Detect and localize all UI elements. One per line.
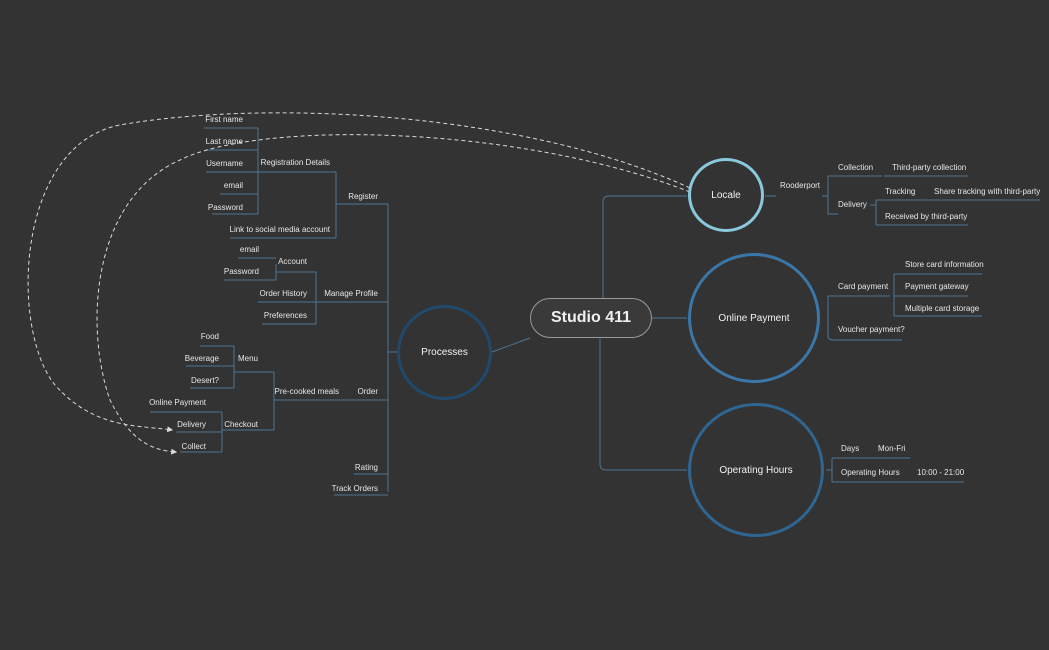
node-rooderport[interactable]: Rooderport (780, 181, 821, 190)
node-collection[interactable]: Collection (838, 163, 874, 172)
dashed-link-locale-collect (96, 134, 691, 455)
node-precooked-meals[interactable]: Pre-cooked meals (274, 387, 339, 396)
connector-central-processes (491, 337, 531, 353)
topic-processes-label: Processes (421, 347, 468, 358)
central-topic[interactable]: Studio 411 (530, 298, 652, 338)
topic-locale-label: Locale (711, 189, 741, 201)
connector-central-hours (599, 338, 687, 471)
node-share-tracking[interactable]: Share tracking with third-party (934, 187, 1041, 196)
node-order[interactable]: Order (357, 387, 378, 396)
connector-central-locale (602, 195, 687, 298)
node-voucher-payment[interactable]: Voucher payment? (838, 325, 905, 334)
topic-online-payment[interactable]: Online Payment (688, 253, 820, 383)
node-tracking[interactable]: Tracking (885, 187, 916, 196)
node-account[interactable]: Account (278, 257, 307, 266)
dashed-link-locale-delivery (27, 112, 691, 433)
node-order-history[interactable]: Order History (259, 289, 307, 298)
node-food[interactable]: Food (200, 332, 219, 341)
node-link-social[interactable]: Link to social media account (229, 225, 331, 234)
node-preferences[interactable]: Preferences (263, 311, 307, 320)
node-online-payment-checkout[interactable]: Online Payment (149, 398, 206, 407)
node-first-name[interactable]: First name (205, 115, 243, 124)
node-beverage[interactable]: Beverage (184, 354, 219, 363)
central-topic-label: Studio 411 (550, 309, 632, 326)
node-card-payment[interactable]: Card payment (838, 282, 889, 291)
node-password[interactable]: Password (207, 203, 243, 212)
node-account-password[interactable]: Password (223, 267, 259, 276)
topic-locale[interactable]: Locale (688, 158, 764, 232)
node-menu[interactable]: Menu (237, 354, 258, 363)
node-collect[interactable]: Collect (181, 442, 206, 451)
node-days[interactable]: Days (841, 444, 860, 453)
node-received-third-party[interactable]: Received by third-party (885, 212, 968, 221)
node-delivery-checkout[interactable]: Delivery (177, 420, 206, 429)
node-mon-fri[interactable]: Mon-Fri (878, 444, 906, 453)
node-email[interactable]: email (223, 181, 243, 190)
node-username[interactable]: Username (206, 159, 243, 168)
node-manage-profile[interactable]: Manage Profile (324, 289, 378, 298)
topic-online-payment-label: Online Payment (718, 312, 790, 324)
node-last-name[interactable]: Last name (205, 137, 243, 146)
node-account-email[interactable]: email (239, 245, 259, 254)
node-rating[interactable]: Rating (354, 463, 378, 472)
node-track-orders[interactable]: Track Orders (331, 484, 378, 493)
node-locale-delivery[interactable]: Delivery (838, 200, 867, 209)
topic-operating-hours[interactable]: Operating Hours (688, 403, 824, 537)
node-hours[interactable]: Operating Hours (841, 468, 900, 477)
node-checkout[interactable]: Checkout (224, 420, 258, 429)
node-third-party-collection[interactable]: Third-party collection (892, 163, 967, 172)
node-multiple-card[interactable]: Multiple card storage (905, 304, 980, 313)
node-hours-value[interactable]: 10:00 - 21:00 (917, 468, 965, 477)
connector-processes-trunk (387, 204, 397, 492)
topic-processes[interactable]: Processes (397, 305, 492, 400)
topic-operating-hours-label: Operating Hours (719, 464, 793, 476)
node-store-card[interactable]: Store card information (905, 260, 984, 269)
node-payment-gateway[interactable]: Payment gateway (905, 282, 969, 291)
node-desert[interactable]: Desert? (190, 376, 219, 385)
node-register[interactable]: Register (348, 192, 378, 201)
node-registration-details[interactable]: Registration Details (260, 158, 330, 167)
